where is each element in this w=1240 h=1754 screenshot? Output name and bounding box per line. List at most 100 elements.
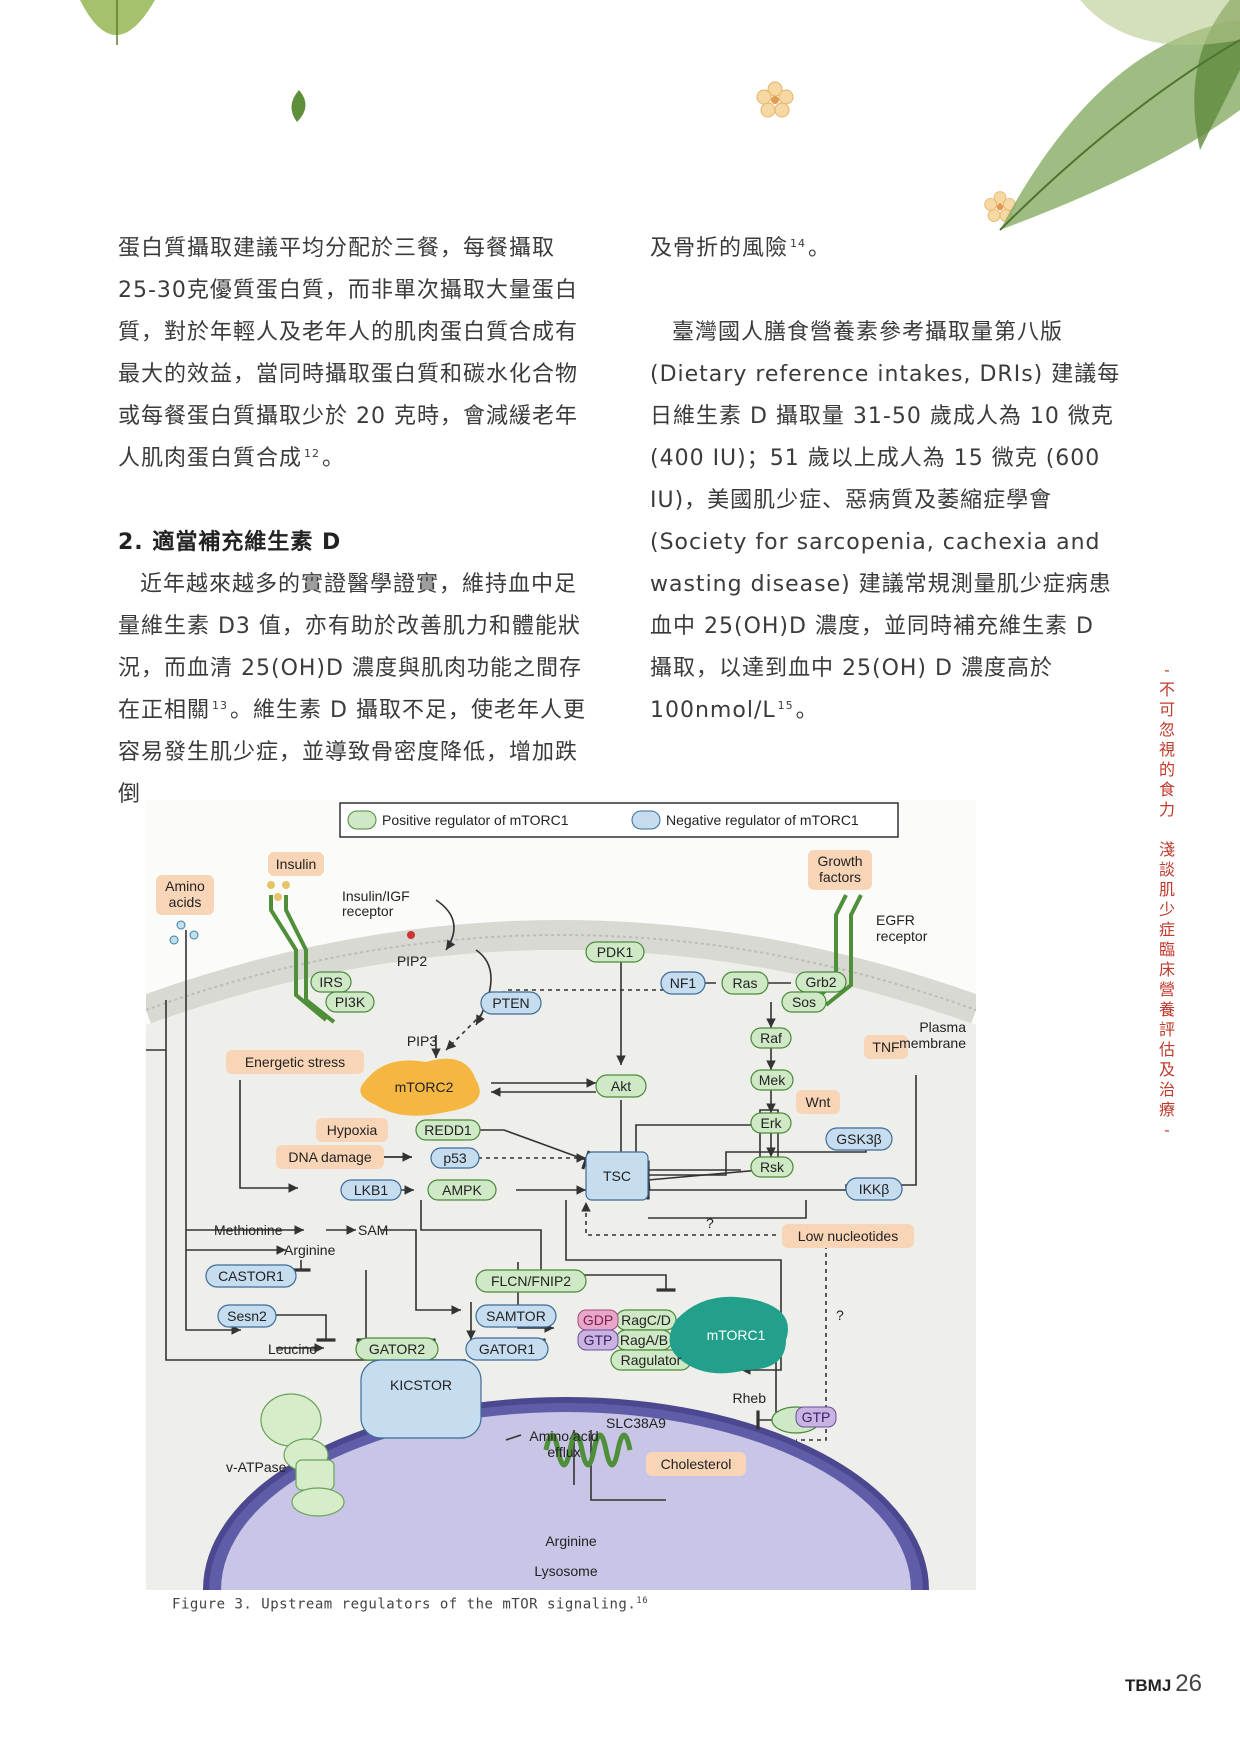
node-cholesterol xyxy=(646,1452,746,1476)
label-irs: IRS xyxy=(319,974,342,990)
side-title-char: 不 xyxy=(1158,680,1175,699)
side-title-char: - xyxy=(1164,1120,1170,1139)
node-lkb1 xyxy=(340,1179,402,1201)
leaf-decoration-top-left xyxy=(80,0,155,45)
label-low-nucleotides: Low nucleotides xyxy=(798,1228,898,1244)
label-sos: Sos xyxy=(792,994,816,1010)
node-growth-factors xyxy=(808,850,872,890)
node-energetic-stress xyxy=(226,1050,364,1074)
label-pdk1: PDK1 xyxy=(597,944,634,960)
node-mtorc1 xyxy=(669,1296,788,1374)
paragraph-dri: 臺灣國人膳食營養素參考攝取量第八版(Dietary reference inta… xyxy=(650,320,1121,723)
node-amino-acids xyxy=(156,875,214,915)
label-gator1: GATOR1 xyxy=(479,1341,535,1357)
side-title-char: 談 xyxy=(1158,860,1175,879)
node-sos xyxy=(781,991,827,1013)
label-amino-acids-2: acids xyxy=(169,894,202,910)
label-v-atpase: v-ATPase xyxy=(226,1459,287,1475)
node-gator1 xyxy=(465,1337,549,1361)
node-hypoxia xyxy=(316,1118,388,1142)
node-tsc xyxy=(585,1151,649,1201)
label-mtorc2: mTORC2 xyxy=(395,1079,454,1095)
node-erk xyxy=(750,1112,792,1134)
label-cholesterol: Cholesterol xyxy=(661,1456,732,1472)
label-question-1: ? xyxy=(706,1215,714,1231)
label-arginine-2: Arginine xyxy=(545,1533,597,1549)
node-pdk1 xyxy=(585,941,645,963)
node-flcn xyxy=(475,1269,587,1293)
label-kicstor: KICSTOR xyxy=(390,1377,452,1393)
legend-positive: Positive regulator of mTORC1 xyxy=(382,812,569,828)
side-title-char: 治 xyxy=(1158,1080,1175,1099)
label-sesn2: Sesn2 xyxy=(227,1308,267,1324)
node-mtorc2 xyxy=(360,1058,480,1116)
section-heading: 2. 適當補充維生素 D xyxy=(118,530,342,555)
node-redd1 xyxy=(415,1119,481,1141)
label-p53: p53 xyxy=(443,1150,467,1166)
side-title-char: 淺 xyxy=(1158,840,1175,859)
left-text-column: 蛋白質攝取建議平均分配於三餐，每餐攝取25-30克優質蛋白質，而非單次攝取大量蛋… xyxy=(118,228,588,816)
label-sam: SAM xyxy=(358,1222,388,1238)
label-gator2: GATOR2 xyxy=(369,1341,425,1357)
label-receptor-1: Insulin/IGF xyxy=(342,888,410,904)
leaf-decoration-small xyxy=(291,90,306,122)
label-grb2: Grb2 xyxy=(805,974,836,990)
reference-16: 16 xyxy=(636,1596,649,1606)
page-number: 26 xyxy=(1175,1670,1202,1697)
node-grb2 xyxy=(795,971,847,993)
label-pip3: PIP3 xyxy=(407,1033,438,1049)
label-gsk3b: GSK3β xyxy=(836,1131,881,1147)
label-aa-efflux-1: Amino acid xyxy=(529,1428,598,1444)
label-pten: PTEN xyxy=(492,995,529,1011)
node-p53 xyxy=(430,1147,480,1169)
label-ragcd: RagC/D xyxy=(621,1312,671,1328)
label-wnt: Wnt xyxy=(806,1094,831,1110)
side-title-char: 少 xyxy=(1158,900,1175,919)
legend-positive-swatch xyxy=(347,810,377,830)
node-mek xyxy=(750,1069,794,1091)
side-title-char: 可 xyxy=(1158,700,1175,719)
label-ampk: AMPK xyxy=(442,1182,482,1198)
label-aa-efflux-2: efflux xyxy=(547,1444,580,1460)
side-title-char: 及 xyxy=(1158,1060,1175,1079)
node-nf1 xyxy=(660,971,706,995)
figure-caption: Figure 3. Upstream regulators of the mTO… xyxy=(172,1596,649,1613)
label-mek: Mek xyxy=(759,1072,786,1088)
label-tsc: TSC xyxy=(603,1168,631,1184)
flower-decoration xyxy=(756,81,794,118)
label-flcn: FLCN/FNIP2 xyxy=(491,1273,571,1289)
node-wnt xyxy=(796,1090,840,1114)
label-mtorc1: mTORC1 xyxy=(707,1327,766,1343)
label-arginine-1: Arginine xyxy=(284,1242,336,1258)
label-akt: Akt xyxy=(611,1078,631,1094)
side-title-char: 估 xyxy=(1158,1040,1175,1059)
label-redd1: REDD1 xyxy=(424,1122,472,1138)
side-title-char: 力 xyxy=(1158,800,1175,819)
side-title-char: 臨 xyxy=(1158,940,1175,959)
slc38a9-transporter xyxy=(543,1432,633,1468)
node-sesn2 xyxy=(217,1304,277,1328)
label-raf: Raf xyxy=(760,1030,782,1046)
node-castor1 xyxy=(205,1264,297,1288)
node-akt xyxy=(595,1074,647,1098)
label-rsk: Rsk xyxy=(760,1159,785,1175)
reference-12: 12 xyxy=(304,446,321,460)
label-insulin: Insulin xyxy=(276,856,316,872)
label-egfr-1: EGFR xyxy=(876,912,915,928)
paragraph-protein: 蛋白質攝取建議平均分配於三餐，每餐攝取25-30克優質蛋白質，而非單次攝取大量蛋… xyxy=(118,236,579,471)
side-title-char: 忽 xyxy=(1158,720,1175,739)
legend-negative-swatch xyxy=(631,810,661,830)
mtor-pathway-figure: Positive regulator of mTORC1 Negative re… xyxy=(146,800,976,1590)
label-receptor-2: receptor xyxy=(342,903,394,919)
label-ras: Ras xyxy=(733,975,758,991)
node-pten xyxy=(480,991,542,1015)
label-plasma-2: membrane xyxy=(899,1035,966,1051)
node-kicstor xyxy=(360,1359,482,1439)
label-methionine: Methionine xyxy=(214,1222,283,1238)
label-erk: Erk xyxy=(761,1115,783,1131)
legend-negative: Negative regulator of mTORC1 xyxy=(666,812,859,828)
node-gsk3b xyxy=(825,1127,893,1151)
label-slc38a9: SLC38A9 xyxy=(606,1415,666,1431)
node-rsk xyxy=(750,1156,794,1178)
